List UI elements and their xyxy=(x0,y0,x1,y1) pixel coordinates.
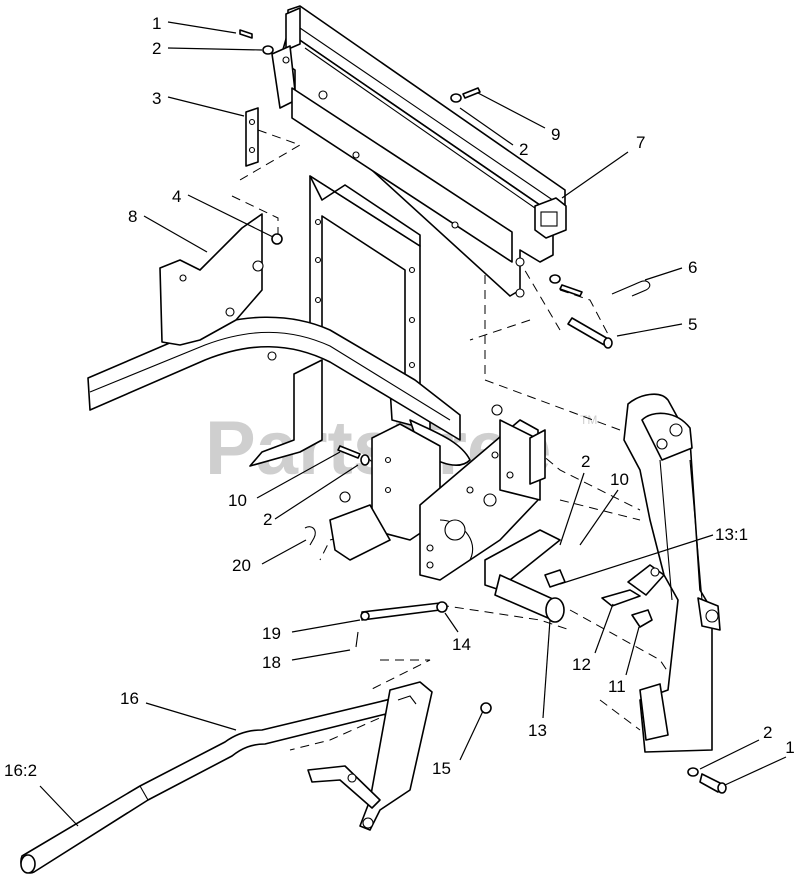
callout-c-15: 15 xyxy=(432,759,451,778)
callout-c-10-right: 10 xyxy=(610,470,629,489)
callout-c-20: 20 xyxy=(232,556,251,575)
leader-c-2-mid xyxy=(459,107,514,146)
callout-c-2-mid: 2 xyxy=(519,140,528,159)
callout-c-7: 7 xyxy=(636,133,645,152)
callout-c-5: 5 xyxy=(688,315,697,334)
bracket-3 xyxy=(245,107,259,167)
callout-c-9: 9 xyxy=(551,125,560,144)
leader-c-11 xyxy=(625,626,640,676)
leader-c-2-left xyxy=(274,464,359,520)
callout-c-2-right: 2 xyxy=(581,452,590,471)
leader-c-19 xyxy=(291,619,361,633)
leader-c-2-top xyxy=(167,47,263,51)
leader-c-13 xyxy=(542,619,551,719)
leader-c-2-right xyxy=(559,472,585,546)
callout-c-1-bottom: 1 xyxy=(785,738,794,757)
callout-c-3: 3 xyxy=(152,89,161,108)
leader-c-9 xyxy=(477,92,546,129)
callout-c-16: 16 xyxy=(120,689,139,708)
leader-c-2-bottom xyxy=(699,739,760,770)
right-side-arm xyxy=(623,393,721,753)
bottom-right-fasteners xyxy=(687,767,727,794)
callout-c-2-left: 2 xyxy=(263,510,272,529)
leader-c-18 xyxy=(291,649,351,661)
leader-c-16 xyxy=(145,702,237,731)
leader-c-8 xyxy=(143,215,208,253)
callout-c-4: 4 xyxy=(172,187,181,206)
leader-c-3 xyxy=(167,96,245,117)
leader-c-10-left xyxy=(256,451,341,499)
leader-c-13-1 xyxy=(559,534,714,585)
leader-c-4 xyxy=(187,194,274,238)
callout-c-8: 8 xyxy=(128,207,137,226)
crossbar-frame xyxy=(271,5,567,298)
callout-c-1-top: 1 xyxy=(152,14,161,33)
leader-c-15 xyxy=(459,710,484,761)
leader-c-12 xyxy=(594,603,614,654)
clip-6 xyxy=(611,280,651,297)
nut-4 xyxy=(271,233,283,245)
watermark-trademark: TM xyxy=(580,413,597,427)
left-fasteners xyxy=(304,445,370,546)
nut-15 xyxy=(480,702,492,714)
leader-c-1-top xyxy=(167,21,237,34)
top-fasteners xyxy=(239,29,583,297)
callout-c-2-bottom: 2 xyxy=(763,723,772,742)
curved-tube-frame xyxy=(87,213,471,466)
pivot-tube-13 xyxy=(484,529,566,623)
callout-c-14: 14 xyxy=(452,635,471,654)
leader-c-7 xyxy=(561,151,629,199)
callout-c-18: 18 xyxy=(262,653,281,672)
leader-c-1-bottom xyxy=(724,756,787,786)
callout-leader-lines xyxy=(39,21,787,827)
leader-c-6 xyxy=(644,267,683,281)
pin-5 xyxy=(567,317,613,349)
callout-c-2-top: 2 xyxy=(152,39,161,58)
callout-c-10-left: 10 xyxy=(228,491,247,510)
handle-pivot-bracket xyxy=(307,681,433,831)
callout-c-6: 6 xyxy=(688,258,697,277)
leader-c-10-right xyxy=(579,489,619,546)
handle-bar-16 xyxy=(20,691,427,874)
callout-c-16-2: 16:2 xyxy=(4,761,37,780)
callout-c-19: 19 xyxy=(262,624,281,643)
linkage-rod xyxy=(355,601,448,648)
leader-c-14 xyxy=(444,612,459,633)
callout-c-12: 12 xyxy=(572,655,591,674)
leader-c-20 xyxy=(261,539,307,565)
leader-c-5 xyxy=(616,323,683,337)
callout-c-11: 11 xyxy=(608,677,626,696)
center-mount-plate xyxy=(329,404,546,581)
callout-c-13: 13 xyxy=(528,721,547,740)
callout-c-13-1: 13:1 xyxy=(715,525,748,544)
linkage-12 xyxy=(601,564,665,628)
leader-c-16-2 xyxy=(39,785,79,827)
